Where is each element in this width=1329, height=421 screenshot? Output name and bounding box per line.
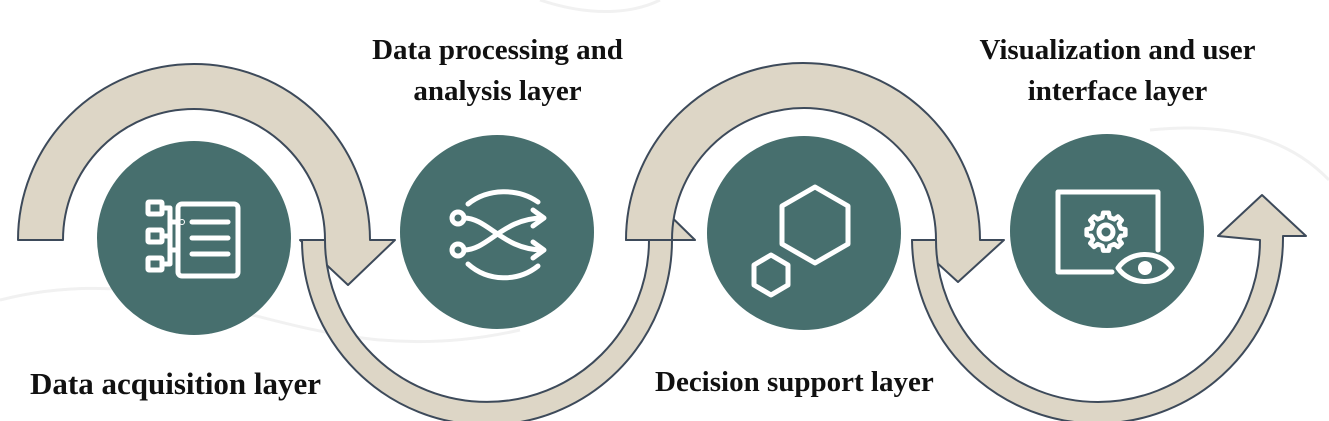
shuffle-arrows-icon (449, 189, 547, 281)
stage-label-decision: Decision support layer (655, 362, 934, 402)
gear-icon (1084, 210, 1128, 253)
stage-label-line: analysis layer (413, 75, 582, 107)
hexagons-icon (751, 184, 851, 298)
stage-label-processing: Data processing and analysis layer (345, 30, 650, 112)
stage-label-visualization: Visualization and user interface layer (955, 30, 1280, 112)
flow-arrow-3 (625, 62, 1005, 283)
monitor-gear-eye-icon (1055, 189, 1175, 284)
flow-arrow-bands (17, 62, 1307, 421)
stage-circle-visualization (1010, 134, 1204, 328)
stage-label-line: interface layer (1027, 75, 1208, 107)
stage-label-line: Decision support layer (655, 366, 934, 398)
stage-label-line: Data processing and (372, 34, 623, 66)
stage-label-line: Visualization and user (979, 34, 1256, 66)
flow-arrow-4 (911, 194, 1307, 421)
stage-circle-decision (707, 136, 901, 330)
stage-label-acquisition: Data acquisition layer (30, 364, 321, 404)
eye-icon (1115, 252, 1175, 284)
hierarchy-list-icon (145, 199, 241, 279)
stage-label-line: Data acquisition layer (30, 366, 322, 401)
flow-arrow-1 (17, 63, 396, 286)
